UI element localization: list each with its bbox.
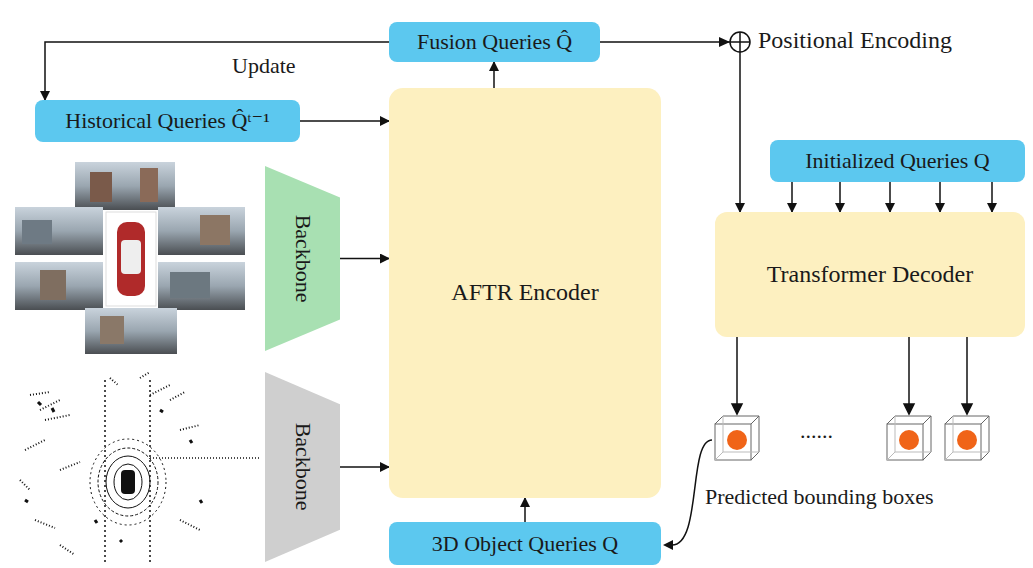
arrow-connector bbox=[839, 182, 841, 212]
node-text: Initialized Queries Q bbox=[805, 148, 990, 173]
arrow-connector bbox=[939, 182, 941, 212]
arrow-connector bbox=[889, 182, 891, 212]
node-text: 3D Object Queries Q bbox=[432, 531, 618, 556]
query-box: 3D Object Queries Q bbox=[389, 522, 661, 565]
node-text: Backbone bbox=[290, 215, 315, 303]
ellipsis-label: ...... bbox=[800, 418, 833, 443]
backbone-trapezoid: Backbone bbox=[265, 372, 340, 562]
output-label: Predicted bounding boxes bbox=[705, 484, 934, 509]
update-label: Update bbox=[232, 53, 296, 78]
camera-back-right bbox=[158, 262, 245, 310]
bounding-box-cube bbox=[945, 416, 989, 460]
positional-encoding-label: Positional Encoding bbox=[758, 27, 952, 55]
query-box: Historical Queries Q̂ᵗ⁻¹ bbox=[35, 100, 300, 142]
node-text: AFTR Encoder bbox=[451, 279, 598, 307]
bounding-box-cube bbox=[887, 416, 931, 460]
arrow-connector bbox=[791, 182, 793, 212]
bounding-box-cube bbox=[715, 416, 759, 460]
ego-car-panel bbox=[106, 212, 156, 306]
query-box: Initialized Queries Q bbox=[770, 140, 1025, 182]
arrow-connector bbox=[340, 466, 389, 468]
circle-plus-symbol bbox=[719, 32, 750, 52]
camera-front-right bbox=[158, 207, 245, 255]
lidar-point-cloud bbox=[20, 372, 260, 565]
arrow-connector bbox=[991, 182, 993, 212]
node-text: Fusion Queries Q̂ bbox=[417, 29, 572, 54]
node-text: Historical Queries Q̂ᵗ⁻¹ bbox=[65, 108, 269, 133]
feedback-curve-arrow bbox=[663, 440, 712, 550]
arrow-connector bbox=[524, 498, 526, 522]
camera-images bbox=[15, 162, 245, 354]
camera-front bbox=[75, 162, 175, 210]
camera-front-left bbox=[15, 207, 103, 255]
arrow-connector bbox=[493, 62, 495, 88]
backbone-trapezoid: Backbone bbox=[265, 166, 340, 351]
decoder-output-arrows bbox=[732, 337, 972, 414]
decoder-box: Transformer Decoder bbox=[715, 212, 1025, 337]
arrow-connector bbox=[300, 120, 389, 122]
node-text: Transformer Decoder bbox=[767, 261, 973, 289]
ego-car bbox=[117, 222, 145, 296]
camera-back bbox=[85, 308, 177, 354]
arrow-connector bbox=[340, 258, 389, 260]
encoder-box: AFTR Encoder bbox=[389, 88, 661, 498]
camera-back-left bbox=[15, 262, 103, 310]
query-box: Fusion Queries Q̂ bbox=[389, 22, 600, 62]
arrow-connector bbox=[45, 42, 389, 100]
node-text: Backbone bbox=[290, 423, 315, 511]
